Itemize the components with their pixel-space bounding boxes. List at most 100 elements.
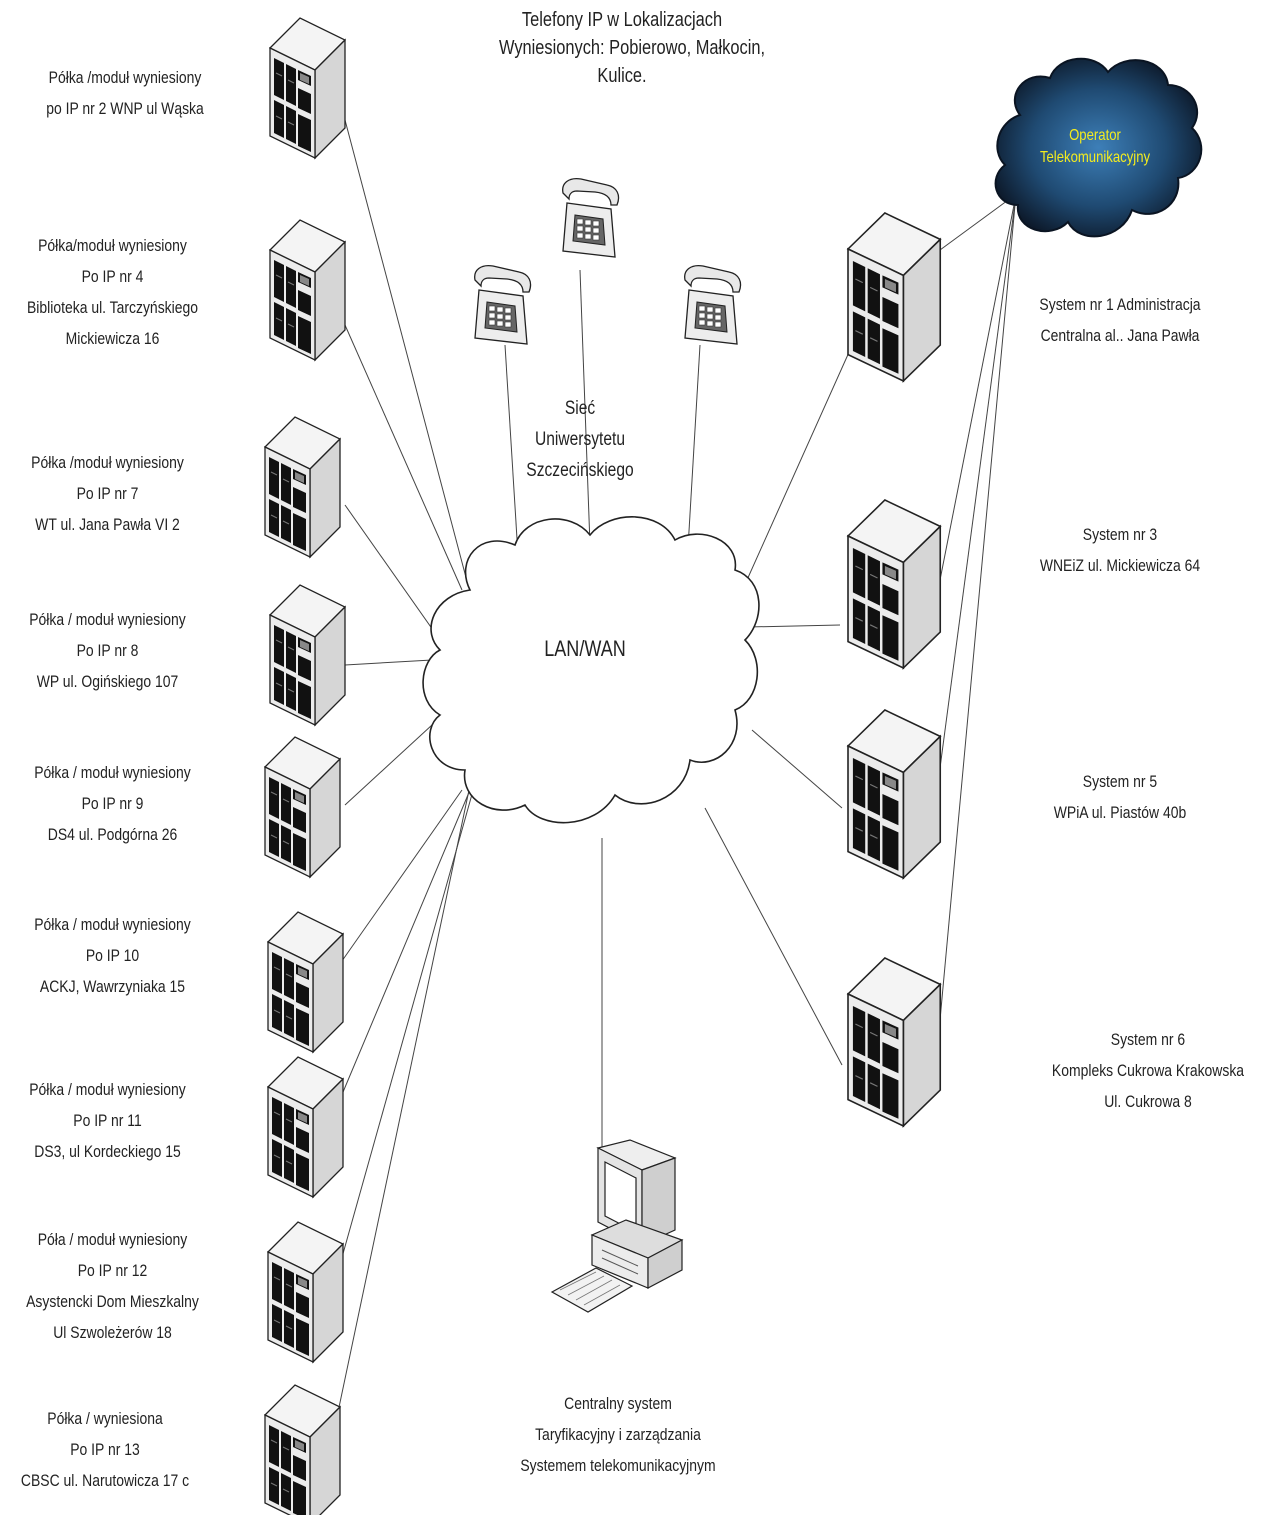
ip-phone-icon xyxy=(562,177,620,258)
left-node-line: Po IP nr 12 xyxy=(77,1261,148,1280)
left-node-line: Po IP nr 13 xyxy=(70,1440,140,1459)
left-node-line: Półka /moduł wyniesiony xyxy=(48,68,202,87)
server-icon xyxy=(847,212,942,382)
network-label: Sieć Uniwersytetu Szczecińskiego xyxy=(519,393,642,486)
link-op-6 xyxy=(939,204,1016,1021)
right-node-label: System nr 1 Administracja Centralna al..… xyxy=(1013,289,1226,351)
left-node-line: Półka / moduł wyniesiony xyxy=(29,610,186,629)
left-node-label: Półka / moduł wyniesiony Po IP 10 ACKJ, … xyxy=(20,909,205,1002)
right-servers xyxy=(847,212,942,1127)
central-line: Taryfikacyjny i zarządzania xyxy=(535,1425,701,1444)
link-right-5 xyxy=(751,729,843,809)
lan-wan-label: LAN/WAN xyxy=(524,633,647,664)
left-node-line: Asystencki Dom Mieszkalny xyxy=(26,1292,199,1311)
operator-line: Operator xyxy=(1069,127,1121,144)
operator-label: Operator Telekomunikacyjny xyxy=(1034,125,1157,169)
right-node-label: System nr 5 WPiA ul. Piastów 40b xyxy=(1013,766,1226,828)
right-node-label: System nr 3 WNEiZ ul. Mickiewicza 64 xyxy=(1013,519,1226,581)
left-node-line: Po IP nr 8 xyxy=(76,641,139,660)
right-node-line: WNEiZ ul. Mickiewicza 64 xyxy=(1039,556,1201,575)
left-node-line: WT ul. Jana Pawła VI 2 xyxy=(35,515,180,534)
left-node-label: Półka/moduł wyniesiony Po IP nr 4 Biblio… xyxy=(20,230,205,354)
right-node-label: System nr 6 Kompleks Cukrowa Krakowska U… xyxy=(1041,1024,1254,1117)
lan-wan-cloud xyxy=(422,516,760,824)
link-left-5 xyxy=(344,724,433,806)
server-icon xyxy=(264,736,341,878)
server-icon xyxy=(267,911,344,1053)
server-icon xyxy=(269,584,346,726)
left-node-line: DS3, ul Kordeckiego 15 xyxy=(34,1142,181,1161)
link-op-3 xyxy=(939,199,1016,581)
server-icon xyxy=(264,416,341,558)
lan-wan-text: LAN/WAN xyxy=(544,636,626,661)
left-node-label: Półka / wyniesiona Po IP nr 13 CBSC ul. … xyxy=(19,1403,191,1496)
server-icon xyxy=(847,957,942,1127)
server-icon xyxy=(269,219,346,361)
network-line: Sieć xyxy=(564,398,596,419)
link-left-6 xyxy=(329,789,463,979)
left-node-line: Półka / moduł wyniesiony xyxy=(34,915,191,934)
link-left-7 xyxy=(329,789,471,1124)
server-icon xyxy=(269,17,346,159)
left-node-line: Biblioteka ul. Tarczyńskiego xyxy=(27,298,198,317)
left-node-label: Półka /moduł wyniesiony po IP nr 2 WNP u… xyxy=(27,62,224,124)
link-right-1 xyxy=(737,349,851,601)
title-line: Wyniesionych: Pobierowo, Małkocin, xyxy=(499,37,766,59)
title-line: Telefony IP w Lokalizacjach xyxy=(521,9,723,31)
left-node-line: Ul Szwoleżerów 18 xyxy=(53,1323,172,1342)
left-node-label: Póła / moduł wyniesiony Po IP nr 12 Asys… xyxy=(20,1224,205,1348)
left-node-label: Półka / moduł wyniesiony Po IP nr 11 DS3… xyxy=(19,1074,195,1167)
left-node-line: Półka /moduł wyniesiony xyxy=(31,453,184,472)
left-node-label: Półka /moduł wyniesiony Po IP nr 7 WT ul… xyxy=(19,447,195,540)
server-icon xyxy=(267,1221,344,1363)
link-op-1 xyxy=(939,194,1016,251)
link-op-5 xyxy=(939,202,1016,769)
left-node-line: Półka / wyniesiona xyxy=(47,1409,163,1428)
server-icon xyxy=(847,499,942,669)
link-left-3 xyxy=(344,504,441,641)
link-phone-1 xyxy=(504,344,519,556)
link-left-1 xyxy=(344,119,469,586)
title-line: Kulice. xyxy=(597,65,647,87)
left-node-line: CBSC ul. Narutowicza 17 c xyxy=(20,1471,190,1490)
link-left-8 xyxy=(329,779,477,1301)
diagram-title: Telefony IP w Lokalizacjach Wyniesionych… xyxy=(499,6,766,90)
link-left-2 xyxy=(344,324,463,591)
ip-phone-icon xyxy=(684,264,742,345)
link-left-9 xyxy=(329,699,489,1451)
workstation-icon xyxy=(550,1139,684,1313)
server-icon xyxy=(264,1384,341,1515)
left-node-line: WP ul. Ogińskiego 107 xyxy=(36,672,179,691)
link-right-3 xyxy=(747,624,841,628)
operator-line: Telekomunikacyjny xyxy=(1039,149,1151,166)
operator-cloud xyxy=(994,57,1203,238)
connection-lines xyxy=(329,119,1016,1451)
left-node-label: Półka / moduł wyniesiony Po IP nr 8 WP u… xyxy=(19,604,195,697)
left-node-line: Półka / moduł wyniesiony xyxy=(34,763,191,782)
central-line: Systemem telekomunikacyjnym xyxy=(520,1456,716,1475)
left-node-label: Półka / moduł wyniesiony Po IP nr 9 DS4 … xyxy=(20,757,205,850)
right-node-line: System nr 3 xyxy=(1082,525,1158,544)
left-node-line: Po IP nr 4 xyxy=(81,267,144,286)
central-line: Centralny system xyxy=(564,1394,672,1413)
network-line: Uniwersytetu xyxy=(534,429,626,450)
left-node-line: Półka / moduł wyniesiony xyxy=(29,1080,186,1099)
right-node-line: WPiA ul. Piastów 40b xyxy=(1053,803,1187,822)
network-line: Szczecińskiego xyxy=(526,460,634,481)
link-phone-3 xyxy=(687,344,701,549)
left-node-line: Po IP nr 9 xyxy=(81,794,144,813)
server-icon xyxy=(847,709,942,879)
right-node-line: System nr 6 xyxy=(1110,1030,1186,1049)
left-node-line: po IP nr 2 WNP ul Wąska xyxy=(46,99,204,118)
left-node-line: Po IP nr 7 xyxy=(76,484,139,503)
link-right-6 xyxy=(704,807,843,1066)
left-node-line: Półka/moduł wyniesiony xyxy=(38,236,187,255)
left-node-line: Po IP nr 11 xyxy=(73,1111,142,1130)
left-node-line: Póła / moduł wyniesiony xyxy=(37,1230,188,1249)
left-node-line: Po IP 10 xyxy=(85,946,140,965)
left-node-line: Mickiewicza 16 xyxy=(65,329,160,348)
right-node-line: System nr 5 xyxy=(1082,772,1158,791)
right-node-line: Centralna al.. Jana Pawła xyxy=(1040,326,1200,345)
central-system-label: Centralny system Taryfikacyjny i zarządz… xyxy=(511,1388,724,1481)
